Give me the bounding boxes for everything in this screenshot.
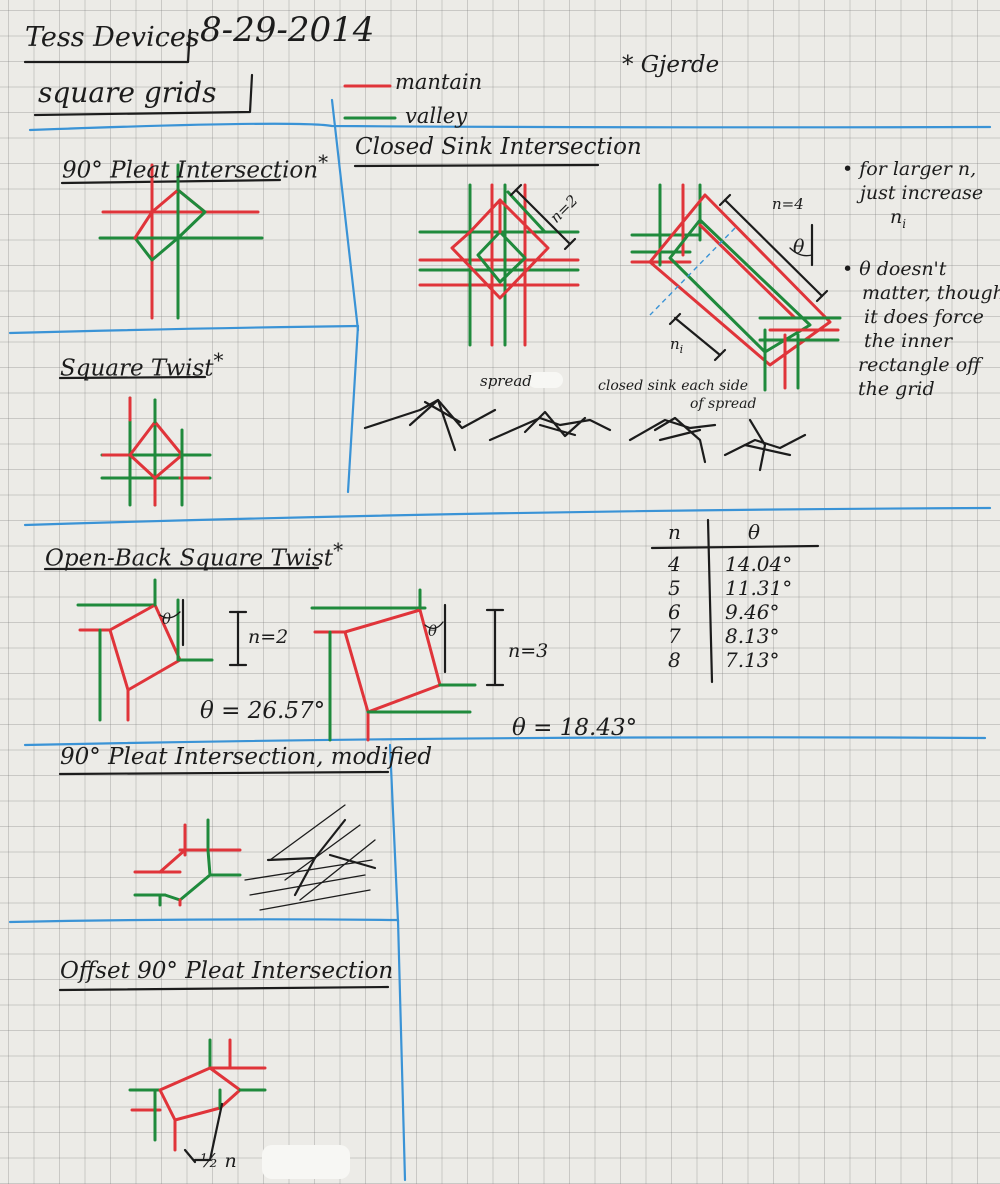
offset-pleat-diagram xyxy=(130,1040,265,1162)
heading-text: Square Twist xyxy=(60,356,214,382)
heading-offset-pleat: Offset 90° Pleat Intersection xyxy=(60,958,393,984)
table-cell-theta: 14.04° xyxy=(725,552,792,574)
note-line: matter, though xyxy=(862,282,1000,304)
table-cell-theta: 7.13° xyxy=(725,648,780,670)
closed-sink-each-side-label-2: of spread xyxy=(690,396,757,412)
note-n: n xyxy=(890,206,902,228)
closed-sink-each-side-label: closed sink each side xyxy=(598,378,748,394)
legend-swatches xyxy=(345,86,395,118)
star-icon: * xyxy=(214,348,224,372)
heading-pleat-intersection: 90° Pleat Intersection* xyxy=(62,150,328,184)
note-line: it does force xyxy=(864,306,984,328)
table-cell-n: 5 xyxy=(668,576,681,598)
offset-half-n-label: ½ n xyxy=(200,1150,237,1172)
closed-sink-theta-label: θ xyxy=(793,236,804,258)
heading-open-back-twist: Open-Back Square Twist* xyxy=(45,538,343,572)
heading-text: Open-Back Square Twist xyxy=(45,546,333,572)
star-icon: * xyxy=(333,538,343,562)
open-back-twist-n3-diagram xyxy=(312,590,503,740)
pleat-intersection-diagram xyxy=(100,165,262,318)
note-line: the inner xyxy=(864,330,952,352)
heading-text: 90° Pleat Intersection xyxy=(62,158,318,184)
page-subtitle: square grids xyxy=(38,76,216,109)
closed-sink-n4-label: n=4 xyxy=(772,195,804,213)
heading-square-twist: Square Twist* xyxy=(60,348,224,382)
table-header-n: n xyxy=(668,520,681,544)
table-cell-theta: 11.31° xyxy=(725,576,792,598)
note-line: • θ doesn't xyxy=(842,258,946,280)
note-line: ni xyxy=(890,206,906,235)
modified-pleat-diagram xyxy=(135,805,375,910)
page-date: 8-29-2014 xyxy=(200,10,374,50)
note-line: just increase xyxy=(860,182,983,204)
correction-blob xyxy=(262,1145,350,1179)
open-back-theta-mark-1: θ xyxy=(162,610,171,628)
legend-mountain-label: mantain xyxy=(395,70,482,94)
open-back-theta-mark-2: θ xyxy=(428,622,437,640)
note-line: the grid xyxy=(858,378,935,400)
heading-closed-sink: Closed Sink Intersection xyxy=(355,134,642,160)
closed-sink-n4-diagram xyxy=(632,185,840,390)
spread-label: spread xyxy=(480,372,532,390)
closed-sink-ni-label: ni xyxy=(670,335,683,356)
note-line: • for larger n, xyxy=(842,158,976,180)
table-cell-n: 7 xyxy=(668,624,681,646)
correction-blob xyxy=(528,372,563,388)
note-line: rectangle off xyxy=(858,354,981,376)
table-cell-n: 6 xyxy=(668,600,681,622)
table-cell-n: 8 xyxy=(668,648,681,670)
open-back-theta-1: θ = 26.57° xyxy=(200,698,325,724)
ni-subscript: i xyxy=(680,343,684,356)
open-back-n3-label: n=3 xyxy=(508,640,548,662)
open-back-theta-2: θ = 18.43° xyxy=(512,715,637,741)
star-note: * Gjerde xyxy=(622,52,719,78)
note-n-sub: i xyxy=(902,217,906,231)
table-cell-theta: 8.13° xyxy=(725,624,780,646)
table-cell-theta: 9.46° xyxy=(725,600,780,622)
ni-letter: n xyxy=(670,335,680,353)
legend-valley-label: valley xyxy=(405,104,467,128)
square-twist-diagram xyxy=(102,398,210,505)
table-header-theta: θ xyxy=(748,520,760,544)
open-back-n2-label: n=2 xyxy=(248,626,288,648)
table-cell-n: 4 xyxy=(668,552,681,574)
star-icon: * xyxy=(318,150,328,174)
page-title: Tess Devices xyxy=(25,22,200,53)
heading-modified-pleat: 90° Pleat Intersection, modified xyxy=(60,744,432,770)
